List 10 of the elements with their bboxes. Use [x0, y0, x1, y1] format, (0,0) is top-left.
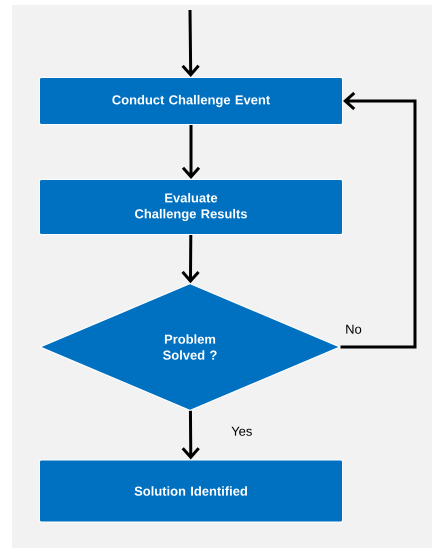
process-box: Conduct Challenge Event	[39, 77, 343, 125]
edge-label: Yes	[230, 426, 254, 437]
arrow	[340, 92, 416, 348]
arrow	[182, 410, 200, 460]
edge-label: No	[344, 324, 363, 335]
arrow	[182, 125, 200, 179]
arrow	[182, 10, 200, 77]
process-box: Evaluate Challenge Results	[39, 179, 343, 235]
process-box: Solution Identified	[39, 460, 343, 522]
arrow	[181, 234, 200, 284]
